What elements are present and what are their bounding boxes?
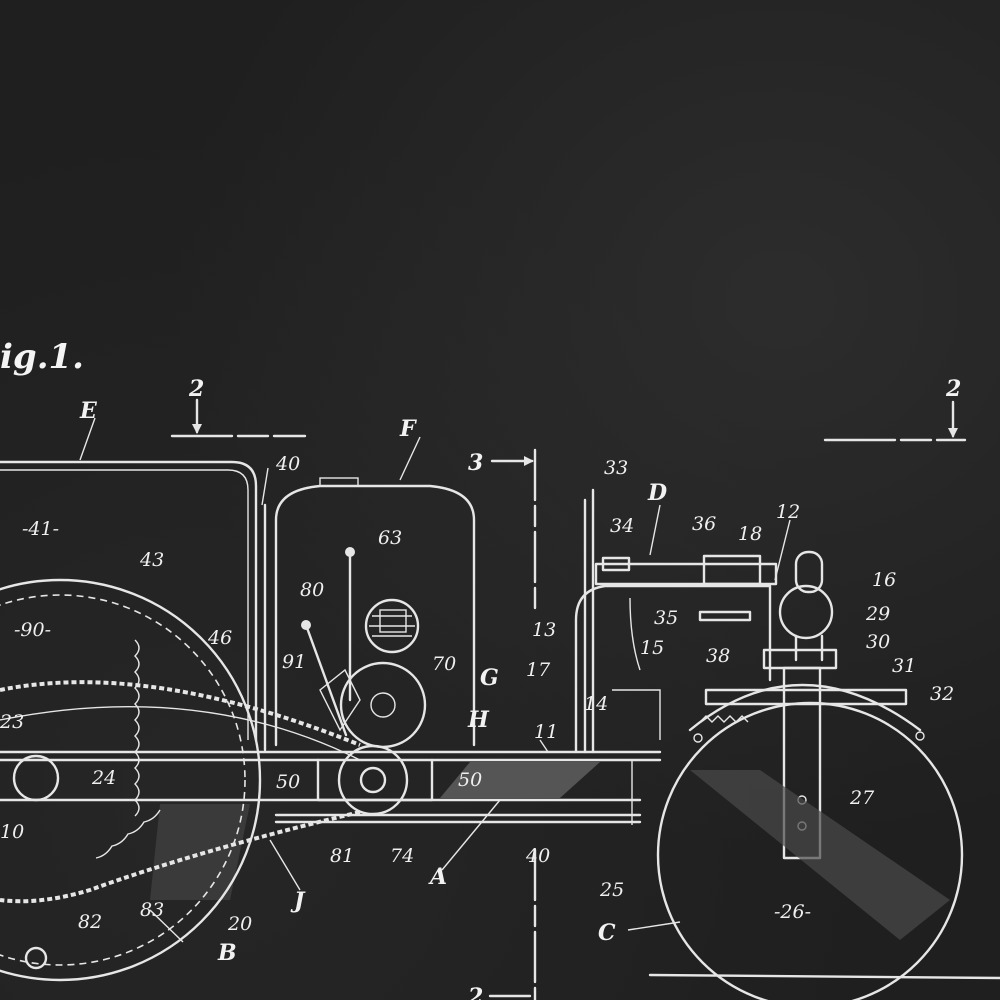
label-E: E	[79, 398, 98, 424]
label-36: 36	[692, 513, 716, 535]
drive-wheel	[0, 578, 262, 982]
leader-lines	[79, 417, 791, 943]
label-24: 24	[91, 767, 116, 789]
tank	[274, 477, 476, 747]
label-50-right: 50	[458, 769, 482, 791]
front-roller	[648, 701, 1000, 1000]
label-18: 18	[738, 523, 762, 545]
label-23: 23	[0, 711, 24, 733]
label-40-top: 40	[275, 453, 300, 475]
label-A: A	[428, 864, 447, 890]
section-mark-left: 2	[170, 376, 307, 438]
section-mark-right: 2	[823, 376, 967, 442]
label-63: 63	[378, 527, 402, 549]
label-82: 82	[78, 911, 102, 933]
label-31: 31	[892, 655, 916, 677]
drive-chain	[0, 680, 361, 904]
label-12: 12	[776, 501, 800, 523]
frame-hatching	[150, 762, 600, 900]
label-83: 83	[140, 899, 164, 921]
label-11: 11	[534, 721, 558, 743]
label-H: H	[467, 707, 490, 733]
label-81: 81	[330, 845, 354, 867]
label-15: 15	[640, 637, 664, 659]
label-26: -26-	[774, 901, 811, 923]
label-30: 30	[866, 631, 890, 653]
label-74: 74	[390, 845, 414, 867]
label-41: -41-	[22, 518, 59, 540]
label-25: 25	[599, 879, 624, 901]
label-29: 29	[865, 603, 890, 625]
reference-labels: E F D A B C G H J -41- 43 -90- 46 91 80 …	[0, 398, 954, 966]
main-frame	[0, 750, 662, 825]
label-43: 43	[139, 549, 164, 571]
label-70: 70	[432, 653, 456, 675]
label-17: 17	[526, 659, 551, 681]
front-frame	[574, 488, 778, 754]
label-80: 80	[300, 579, 324, 601]
section-mark-left-label: 2	[188, 376, 204, 402]
section-mark-right-label: 2	[945, 376, 961, 402]
label-38: 38	[706, 645, 730, 667]
label-40-bottom: 40	[525, 845, 550, 867]
label-20: 20	[227, 913, 252, 935]
gear-housing	[316, 661, 434, 816]
label-27: 27	[849, 787, 875, 809]
label-33: 33	[604, 457, 628, 479]
label-90: -90-	[14, 619, 51, 641]
section-mark-bottom-label: 2	[467, 984, 483, 1000]
label-34: 34	[610, 515, 634, 537]
label-10: 10	[0, 821, 24, 843]
control-levers	[301, 547, 355, 737]
label-32: 32	[930, 683, 954, 705]
roller-fender	[688, 683, 925, 743]
label-B: B	[217, 940, 237, 966]
label-F: F	[399, 416, 417, 442]
label-C: C	[598, 920, 616, 946]
label-50-left: 50	[276, 771, 300, 793]
label-G: G	[480, 665, 499, 691]
label-46: 46	[207, 627, 232, 649]
label-14: 14	[584, 693, 608, 715]
section-mark-vertical: 3 2	[467, 448, 537, 1000]
label-16: 16	[872, 569, 896, 591]
label-13: 13	[532, 619, 556, 641]
hood-housing	[0, 460, 267, 752]
label-35: 35	[654, 607, 678, 629]
label-J: J	[290, 888, 306, 914]
figure-title: ig.1.	[0, 337, 84, 377]
section-mark-vertical-label: 3	[468, 450, 483, 476]
label-D: D	[647, 480, 667, 506]
label-91: 91	[282, 651, 306, 673]
